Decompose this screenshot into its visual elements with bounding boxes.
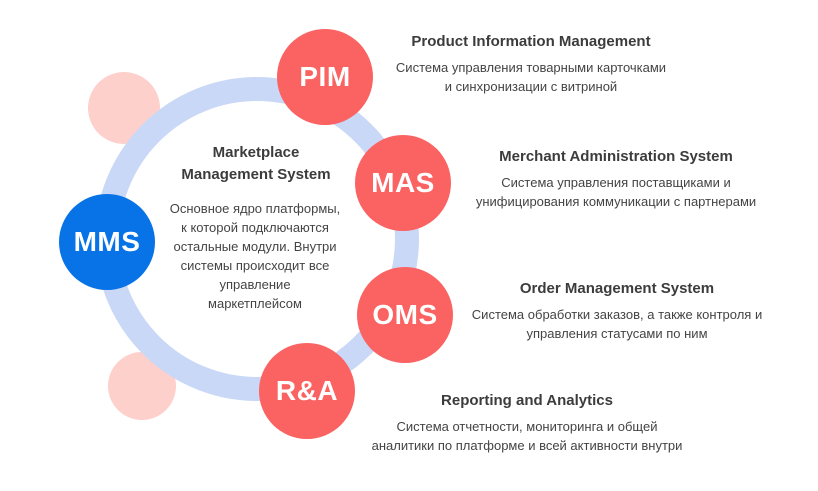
module-ra: Reporting and Analytics Система отчетнос… (362, 391, 692, 455)
core-desc-line: системы происходит все (180, 258, 330, 273)
module-desc-line: аналитики по платформе и всей активности… (371, 438, 683, 453)
module-title: Product Information Management (411, 33, 651, 50)
node-ra: R&A (259, 343, 355, 439)
module-desc-line: и синхронизации с витриной (444, 79, 618, 94)
module-pim: Product Information Management Система у… (385, 32, 677, 96)
module-desc-line: Система управления поставщиками и (501, 175, 731, 190)
node-mas: MAS (355, 135, 451, 231)
module-title: Reporting and Analytics (441, 392, 613, 409)
core-desc-line: к которой подключаются (181, 220, 329, 235)
module-description: Система обработки заказов, а также контр… (462, 305, 772, 343)
node-oms: OMS (357, 267, 453, 363)
module-desc-line: унифицирования коммуникации с партнерами (475, 194, 757, 209)
core-title-line-1: Marketplace (212, 144, 300, 161)
node-mms: MMS (59, 194, 155, 290)
module-title: Order Management System (519, 280, 715, 297)
node-pim: PIM (277, 29, 373, 125)
module-title: Merchant Administration System (499, 148, 733, 165)
core-desc-line: управление (219, 277, 291, 292)
module-desc-line: Система отчетности, мониторинга и общей (396, 419, 658, 434)
core-desc-line: маркетплейсом (208, 296, 302, 311)
core-description: Основное ядро платформы, к которой подкл… (162, 199, 348, 313)
module-description: Система управления товарными карточками … (385, 58, 677, 96)
core-desc-line: Основное ядро платформы, (169, 201, 341, 216)
module-desc-line: Система обработки заказов, а также контр… (471, 307, 763, 322)
core-title-line-2: Management System (181, 166, 331, 183)
module-description: Система отчетности, мониторинга и общей … (362, 417, 692, 455)
core-desc-line: остальные модули. Внутри (173, 239, 337, 254)
module-desc-line: управления статусами по ним (526, 326, 708, 341)
module-description: Система управления поставщиками и унифиц… (466, 173, 766, 211)
module-oms: Order Management System Система обработк… (462, 279, 772, 343)
core-title: Marketplace Management System (168, 142, 344, 186)
module-mas: Merchant Administration System Система у… (466, 147, 766, 211)
module-desc-line: Система управления товарными карточками (395, 60, 667, 75)
